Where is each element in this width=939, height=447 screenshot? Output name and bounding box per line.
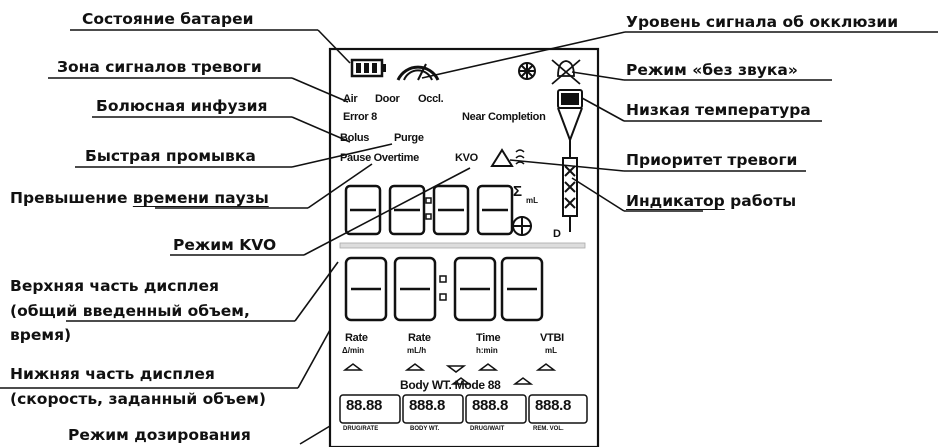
lcd-door: Door [375, 93, 400, 105]
label-work-underlined: Индикатор [626, 192, 725, 210]
label-lower-line2: (скорость, заданный объем) [10, 390, 266, 408]
run-indicator-icon [512, 216, 532, 236]
lcd-sigma: Σ [513, 183, 522, 200]
label-upper-line3: время) [10, 326, 72, 344]
lower-colon [439, 275, 447, 301]
lcd-rate-ml: Rate [408, 332, 431, 344]
lcd-rate-ml-unit: mL/h [407, 346, 427, 355]
label-lower-line1: Нижняя часть дисплея [10, 365, 215, 383]
lcd-near-completion: Near Completion [462, 111, 546, 123]
lcd-sub-1: DRUG/RATE [343, 426, 379, 432]
lcd-bolus: Bolus [340, 132, 370, 144]
label-upper-line2: (общий введенный объем, [10, 302, 250, 320]
lcd-ml-unit: mL [526, 196, 538, 205]
lcd-rate-drops: Rate [345, 332, 368, 344]
lcd-time: Time [476, 332, 501, 344]
label-low-temperature: Низкая температура [626, 101, 811, 119]
upper-colon [425, 197, 432, 220]
label-alarm-zone: Зона сигналов тревоги [57, 58, 262, 76]
label-bolus: Болюсная инфузия [96, 97, 268, 115]
label-dosing-mode: Режим дозирования [68, 426, 251, 444]
label-silent: Режим «без звука» [626, 61, 798, 79]
drip-chamber-icon [557, 89, 583, 232]
lcd-seg-2: 888.8 [409, 397, 446, 414]
label-upper-line1: Верхняя часть дисплея [10, 277, 219, 295]
label-work-indicator: Индикатор работы [626, 191, 796, 211]
display-separator [339, 242, 586, 249]
bell-muted-icon [551, 59, 581, 85]
lcd-purge: Purge [394, 132, 424, 144]
lcd-sub-2: BODY WT. [410, 426, 440, 432]
occlusion-gauge-icon [396, 63, 440, 81]
alarm-priority-icon [490, 148, 525, 167]
lcd-kvo: KVO [455, 152, 478, 164]
lcd-sub-3: DRUG/WAIT [470, 426, 505, 432]
lcd-seg-4: 888.8 [535, 397, 572, 414]
lcd-body-weight-mode: Body WT. Mode 88 [400, 378, 501, 392]
unit-indicator-triangles [342, 363, 557, 385]
upper-segment-digits [344, 184, 514, 236]
lcd-error: Error 8 [343, 111, 377, 123]
lcd-pause-overtime: Pause Overtime [340, 152, 419, 164]
lcd-d: D [553, 228, 561, 240]
label-battery: Состояние батареи [82, 10, 254, 28]
lcd-occl: Occl. [418, 93, 444, 105]
lcd-sub-4: REM. VOL. [533, 426, 564, 432]
label-alarm-priority: Приоритет тревоги [626, 151, 798, 169]
lcd-vtbi-unit: mL [545, 346, 557, 355]
label-pause-prefix: Превышение [10, 189, 133, 207]
lower-segment-digits [344, 256, 544, 322]
lcd-time-unit: h:min [476, 346, 498, 355]
label-pause-underlined: времени паузы [132, 189, 269, 207]
label-kvo: Режим KVO [173, 236, 277, 254]
lcd-vtbi: VTBI [540, 332, 564, 344]
lcd-seg-1: 88.88 [346, 397, 383, 414]
lcd-air: Air [343, 93, 358, 105]
label-work-rest: работы [724, 192, 797, 210]
lcd-rate-drops-unit: Δ/min [342, 346, 365, 355]
battery-icon [350, 58, 386, 78]
lcd-frame [328, 47, 600, 447]
snowflake-icon [518, 62, 536, 80]
dosing-boxes [339, 394, 588, 424]
label-pause-overtime: Превышение времени паузы [10, 188, 269, 208]
label-purge: Быстрая промывка [85, 147, 256, 165]
label-occlusion: Уровень сигнала об окклюзии [626, 13, 899, 31]
lcd-seg-3: 888.8 [472, 397, 509, 414]
